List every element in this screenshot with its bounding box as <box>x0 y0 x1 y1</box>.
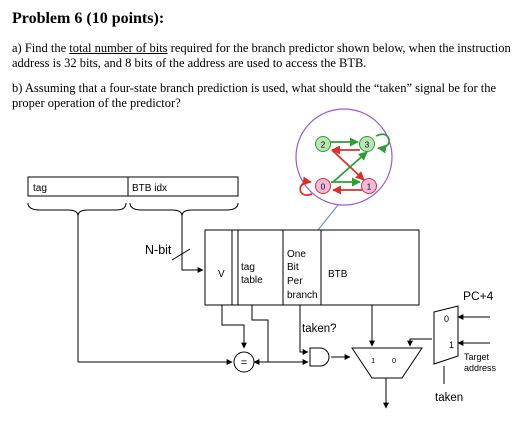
wires <box>77 216 490 409</box>
question-b: b) Assuming that a four-state branch pre… <box>12 81 496 110</box>
onebit-label-branch: branch <box>287 290 318 301</box>
state-2-node <box>315 136 331 152</box>
tag-brace <box>27 202 127 217</box>
tag-column-label: tag <box>241 262 255 273</box>
address-tag-label: tag <box>33 183 47 194</box>
inner-mux-input-1: 1 <box>371 356 375 365</box>
btb-table: V tag table One Bit Per branch BTB <box>204 229 420 306</box>
transition-0-self <box>299 176 313 197</box>
comparator-symbol: = <box>241 357 247 369</box>
index-to-table-wire <box>181 216 204 273</box>
btb-table-box <box>204 229 420 306</box>
taken-question-label: taken? <box>302 323 337 335</box>
output-mux <box>433 305 459 365</box>
output-mux-input-0: 0 <box>444 314 449 324</box>
feedback-wire <box>407 338 432 347</box>
state-3-label: 3 <box>365 141 370 150</box>
state-0-label: 0 <box>321 183 326 192</box>
state-1-label: 1 <box>367 183 372 192</box>
nbit-label: N-bit <box>145 243 172 257</box>
taken-to-and-wire <box>299 305 309 355</box>
state-1-node <box>361 178 377 194</box>
state-2-label: 2 <box>321 141 326 150</box>
state-diagram: 2 3 0 1 <box>295 108 393 241</box>
output-mux-input-1: 1 <box>449 340 454 350</box>
target-label-line2: address <box>464 363 497 373</box>
nbit-slash <box>171 248 191 261</box>
onebit-label-bit: Bit <box>287 262 299 273</box>
valid-column-label: V <box>218 269 225 280</box>
tagtable-to-comparator-wire <box>251 305 269 365</box>
question-a-suffix: required for the branch predictor shown … <box>12 41 511 70</box>
address-register: tag BTB idx <box>27 176 239 217</box>
address-btbidx-label: BTB idx <box>132 183 167 194</box>
pc4-label: PC+4 <box>463 289 494 303</box>
state-diagram-circle <box>295 108 393 206</box>
transition-3-self <box>375 133 390 154</box>
onebit-label-per: Per <box>287 276 303 287</box>
problem-title: Problem 6 (10 points): <box>12 10 165 27</box>
table-column-label: table <box>241 275 263 286</box>
state-3-node <box>359 136 375 152</box>
btbidx-brace <box>129 202 239 217</box>
inner-mux <box>351 347 423 379</box>
and-gate <box>309 347 330 367</box>
state-0-node <box>315 178 331 194</box>
inner-mux-input-0: 0 <box>392 356 396 365</box>
comparator <box>233 351 255 373</box>
target-label-line1: Target <box>464 352 490 362</box>
question-a: a) Find the total number of bits require… <box>12 41 522 71</box>
question-a-prefix: a) Find the <box>12 41 70 55</box>
address-box <box>27 176 239 197</box>
taken-label: taken <box>435 392 463 404</box>
question-a-underlined: total number of bits <box>69 41 168 55</box>
btb-column-label: BTB <box>328 269 348 280</box>
transition-0-to-3 <box>332 151 368 183</box>
valid-to-comparator-wire <box>221 305 247 349</box>
onebit-label-one: One <box>287 249 306 260</box>
transition-2-to-1 <box>331 149 365 181</box>
